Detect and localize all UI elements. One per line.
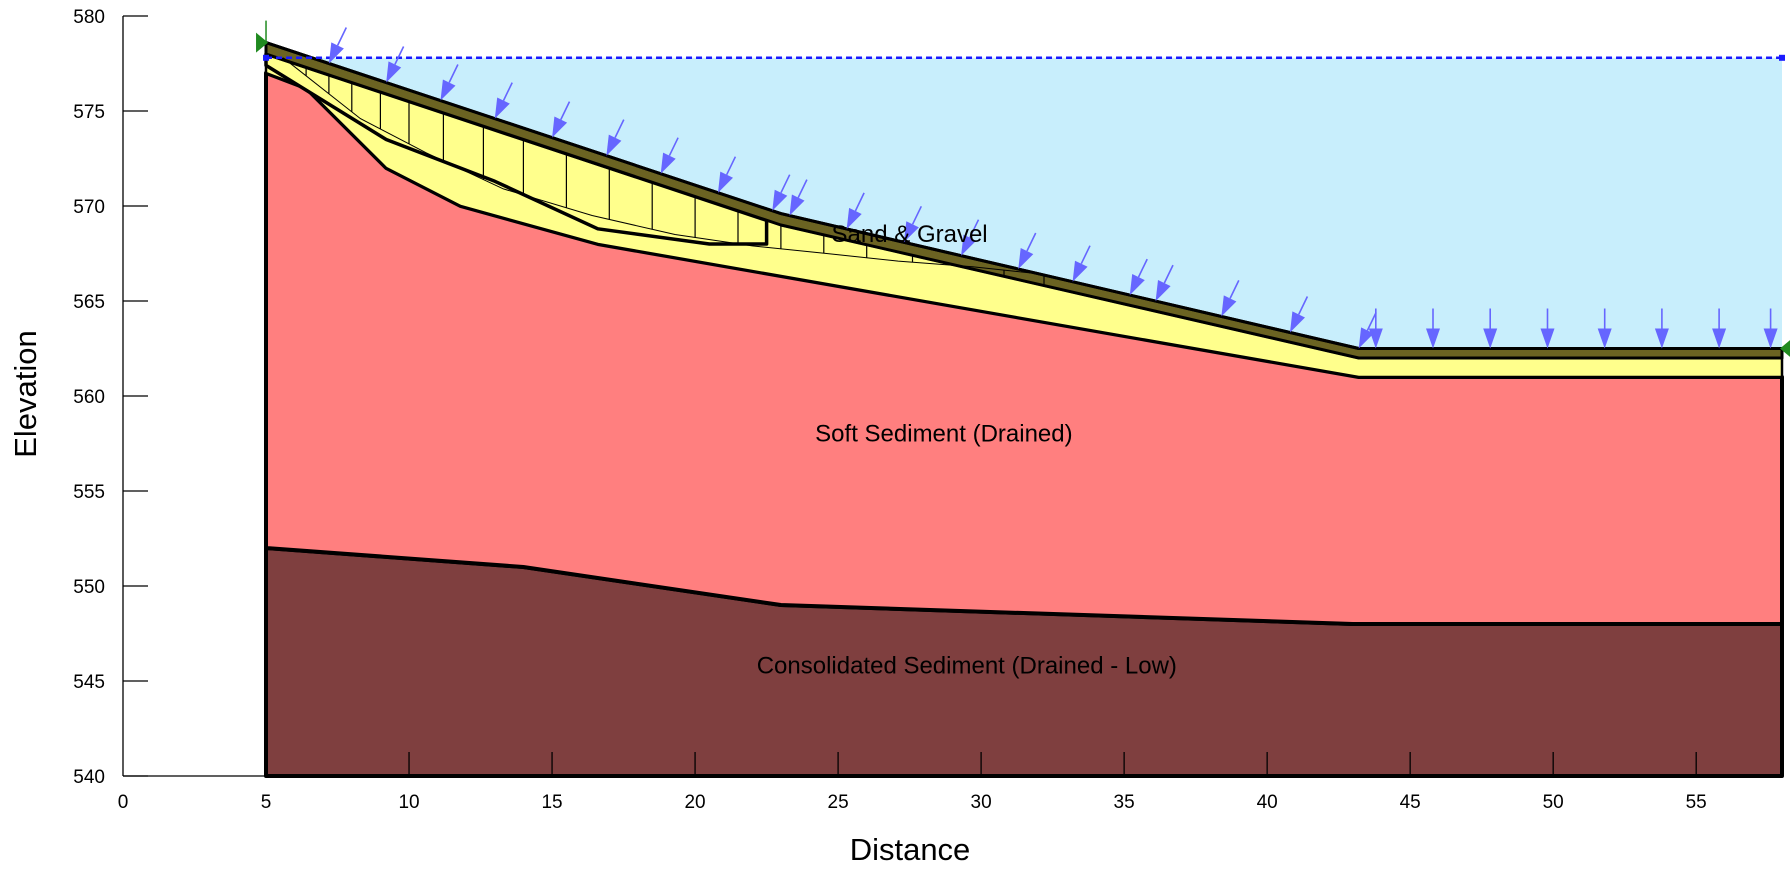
surface-load-arrows	[328, 27, 1778, 349]
sand-gravel-label: Sand & Gravel	[832, 221, 988, 248]
x-tick-label: 35	[1114, 792, 1135, 813]
slip-slices	[282, 57, 1045, 286]
load-arrow	[1426, 308, 1440, 349]
y-tick-label: 575	[73, 102, 105, 123]
x-tick-label: 45	[1400, 792, 1421, 813]
water-region	[266, 42, 1782, 349]
load-arrow	[1483, 308, 1498, 349]
slip-surface-curve	[282, 57, 1045, 275]
water-table-point-right	[1779, 54, 1785, 61]
load-arrow	[1540, 308, 1555, 349]
y-axis-title: Elevation	[8, 330, 43, 458]
y-axis-ticks: 540 545 550 555 560 565 570 575 580	[73, 7, 148, 788]
x-tick-label: 50	[1543, 792, 1564, 813]
load-arrow	[328, 27, 348, 64]
x-tick-label: 25	[828, 792, 849, 813]
load-arrow	[1221, 280, 1240, 317]
load-arrow	[903, 205, 923, 243]
load-arrow	[1368, 308, 1383, 349]
y-tick-label: 555	[73, 482, 105, 503]
load-arrow	[552, 101, 571, 138]
load-arrow	[1712, 308, 1727, 349]
x-axis-title: Distance	[850, 832, 971, 866]
load-arrow	[606, 119, 625, 156]
load-arrow	[789, 179, 808, 216]
soft-sediment-label: Soft Sediment (Drained)	[815, 421, 1072, 448]
sand-wedge-region	[264, 52, 769, 246]
y-tick-label: 550	[73, 577, 105, 598]
load-arrow	[660, 137, 679, 174]
y-tick-label: 540	[73, 767, 105, 788]
x-tick-label: 20	[684, 792, 705, 813]
load-arrow	[494, 82, 513, 119]
x-tick-label: 5	[261, 792, 272, 813]
x-tick-label: 15	[541, 792, 562, 813]
x-tick-label: 30	[971, 792, 992, 813]
x-tick-label: 40	[1257, 792, 1278, 813]
y-tick-label: 545	[73, 672, 105, 693]
x-tick-label: 55	[1686, 792, 1707, 813]
load-arrow	[1654, 308, 1669, 349]
y-tick-label: 570	[73, 197, 105, 218]
load-arrow	[846, 192, 865, 229]
load-arrow	[1290, 296, 1309, 333]
load-arrow	[961, 219, 980, 256]
sand-top-line	[265, 41, 1782, 350]
load-arrow	[440, 64, 459, 101]
slip-exit-marker	[1780, 340, 1790, 357]
load-arrow	[386, 46, 405, 83]
load-arrow	[1763, 308, 1778, 349]
load-arrow	[772, 174, 791, 211]
x-tick-label: 0	[118, 792, 129, 813]
load-arrow	[1018, 232, 1037, 269]
x-tick-label: 10	[398, 792, 419, 813]
load-arrow	[1155, 264, 1174, 302]
y-tick-label: 565	[73, 292, 105, 313]
consolidated-sediment-label: Consolidated Sediment (Drained - Low)	[757, 652, 1177, 679]
load-arrow	[718, 156, 737, 193]
load-arrow	[1597, 308, 1612, 349]
load-arrow	[1129, 258, 1148, 296]
y-tick-label: 560	[73, 387, 105, 408]
load-arrow	[1358, 312, 1377, 349]
x-axis-ticks: 0 5 10 15 20 25 30 35 40 45 50 55	[118, 752, 1707, 813]
y-tick-label: 580	[73, 7, 105, 28]
slip-entry-marker	[256, 32, 269, 53]
load-arrow	[1072, 245, 1091, 282]
water-table-point-left	[263, 54, 270, 61]
